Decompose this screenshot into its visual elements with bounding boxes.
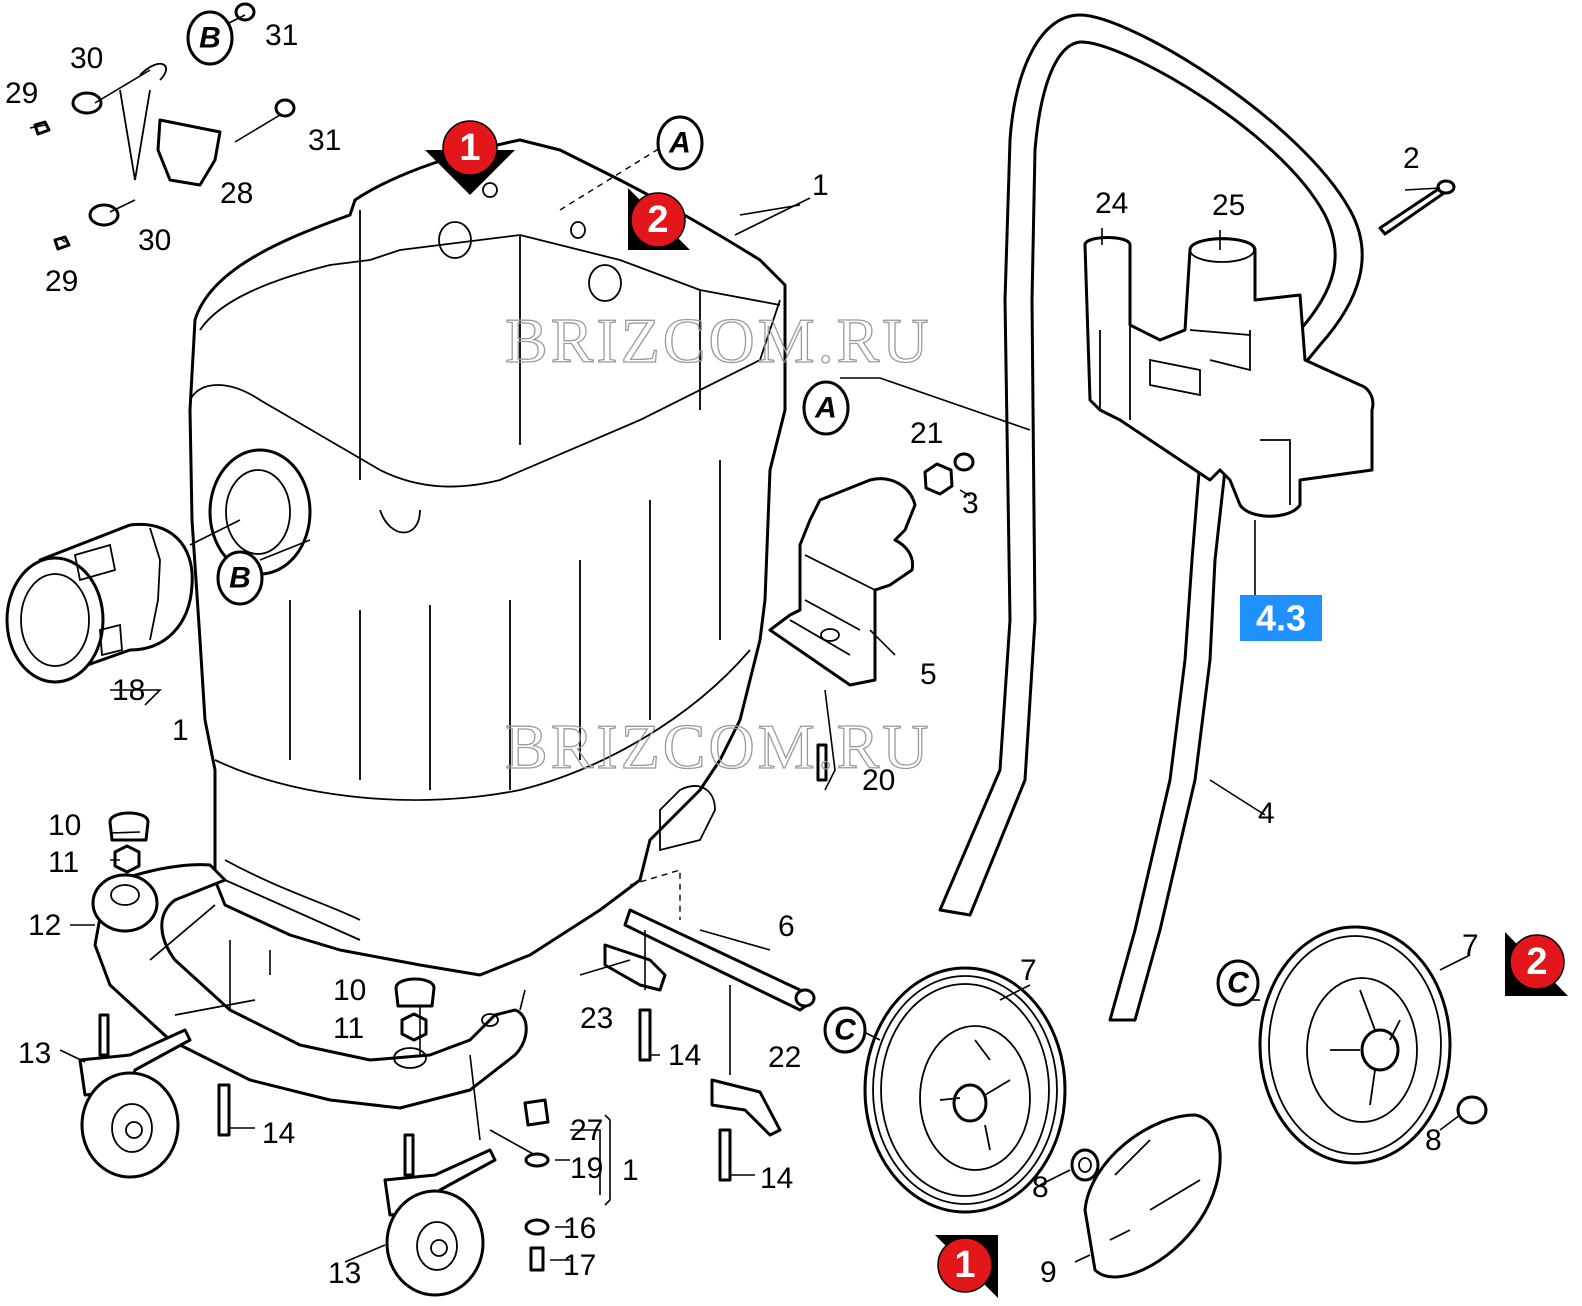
svg-text:A: A xyxy=(814,392,837,425)
label-18: 18 xyxy=(112,674,145,707)
label-21: 21 xyxy=(910,417,943,450)
badge-2-right: 2 xyxy=(1505,932,1568,996)
label-29-bottom: 29 xyxy=(45,265,78,298)
svg-text:2: 2 xyxy=(647,199,668,241)
connector-a-middle: A xyxy=(802,380,850,436)
label-29-top: 29 xyxy=(5,77,38,110)
small-fasteners xyxy=(33,2,1456,1272)
label-1-top: 1 xyxy=(812,169,829,202)
push-handle-part-4 xyxy=(938,13,1364,1022)
connector-a-top: A xyxy=(656,115,704,171)
hub-cap-part-9 xyxy=(1083,1113,1222,1279)
label-22: 22 xyxy=(768,1041,801,1074)
label-11-left: 11 xyxy=(48,846,79,879)
label-24: 24 xyxy=(1095,187,1128,220)
label-28: 28 xyxy=(220,177,253,210)
label-7-right: 7 xyxy=(1462,929,1479,962)
castor-wheel-left-part-13 xyxy=(78,1013,192,1179)
label-1-left: 1 xyxy=(172,714,189,747)
label-3: 3 xyxy=(962,487,979,520)
reference-box-4-3[interactable]: 4.3 xyxy=(1240,595,1322,641)
connector-c-axle: C xyxy=(823,1006,867,1054)
label-6: 6 xyxy=(778,910,795,943)
connector-b-container: B xyxy=(216,550,264,606)
label-8-right: 8 xyxy=(1425,1124,1442,1157)
axle-part-6 xyxy=(623,908,816,1012)
label-30-top: 30 xyxy=(70,42,103,75)
label-2: 2 xyxy=(1403,142,1420,175)
label-20: 20 xyxy=(862,764,895,797)
watermark-bottom: BRIZCOM.RU xyxy=(505,711,932,782)
chassis-part-12 xyxy=(91,863,528,1110)
label-23: 23 xyxy=(580,1002,613,1035)
label-31-mid: 31 xyxy=(308,124,341,157)
cap-part-8 xyxy=(1456,1095,1488,1125)
label-14-right: 14 xyxy=(760,1162,793,1195)
label-17: 17 xyxy=(563,1249,596,1282)
container-tank xyxy=(188,138,787,977)
label-10-left: 10 xyxy=(48,809,81,842)
label-31-top: 31 xyxy=(265,19,298,52)
wheel-left-part-7 xyxy=(863,966,1067,1214)
label-9: 9 xyxy=(1040,1256,1057,1289)
label-14-left: 14 xyxy=(262,1117,295,1150)
svg-text:C: C xyxy=(834,1014,857,1047)
svg-text:C: C xyxy=(1227,967,1250,1000)
label-1-bottom: 1 xyxy=(622,1154,639,1187)
label-11-center: 11 xyxy=(333,1012,364,1045)
label-14-center: 14 xyxy=(668,1039,701,1072)
washer-part-8 xyxy=(1070,1148,1100,1182)
label-19: 19 xyxy=(570,1152,603,1185)
wheel-right-part-7 xyxy=(1258,925,1452,1165)
bracket-part-24-25 xyxy=(1083,236,1375,518)
label-30-bottom: 30 xyxy=(138,224,171,257)
connector-markers: A A B B C C xyxy=(186,10,1260,1054)
svg-text:B: B xyxy=(229,562,251,595)
castor-wheel-right-part-13 xyxy=(383,1133,497,1297)
label-4: 4 xyxy=(1258,797,1275,830)
label-13-left: 13 xyxy=(18,1037,51,1070)
svg-text:2: 2 xyxy=(1526,941,1547,983)
badge-1-top: 1 xyxy=(425,120,515,195)
svg-text:B: B xyxy=(199,22,221,55)
hose-connector-part-18 xyxy=(5,522,194,684)
part-labels: 1 1 1 2 3 4 5 6 7 7 8 8 9 10 10 11 11 12… xyxy=(5,19,1479,1290)
connector-c-wheel: C xyxy=(1216,959,1260,1007)
label-13-bottom: 13 xyxy=(328,1257,361,1290)
label-16: 16 xyxy=(563,1212,596,1245)
label-5: 5 xyxy=(920,658,937,691)
holder-part-5 xyxy=(768,477,917,687)
label-10-center: 10 xyxy=(333,974,366,1007)
svg-text:1: 1 xyxy=(459,127,480,169)
badge-1-bottom: 1 xyxy=(935,1235,998,1298)
connector-b-top: B xyxy=(186,10,234,66)
svg-text:4.3: 4.3 xyxy=(1256,598,1306,639)
label-27: 27 xyxy=(570,1114,603,1147)
svg-text:1: 1 xyxy=(954,1244,975,1286)
label-12: 12 xyxy=(28,909,61,942)
label-8-left: 8 xyxy=(1032,1171,1049,1204)
label-25: 25 xyxy=(1212,189,1245,222)
watermark-top: BRIZCOM.RU xyxy=(505,305,932,376)
label-7-left: 7 xyxy=(1020,954,1037,987)
svg-text:A: A xyxy=(668,127,691,160)
badge-2-top: 2 xyxy=(628,188,690,250)
